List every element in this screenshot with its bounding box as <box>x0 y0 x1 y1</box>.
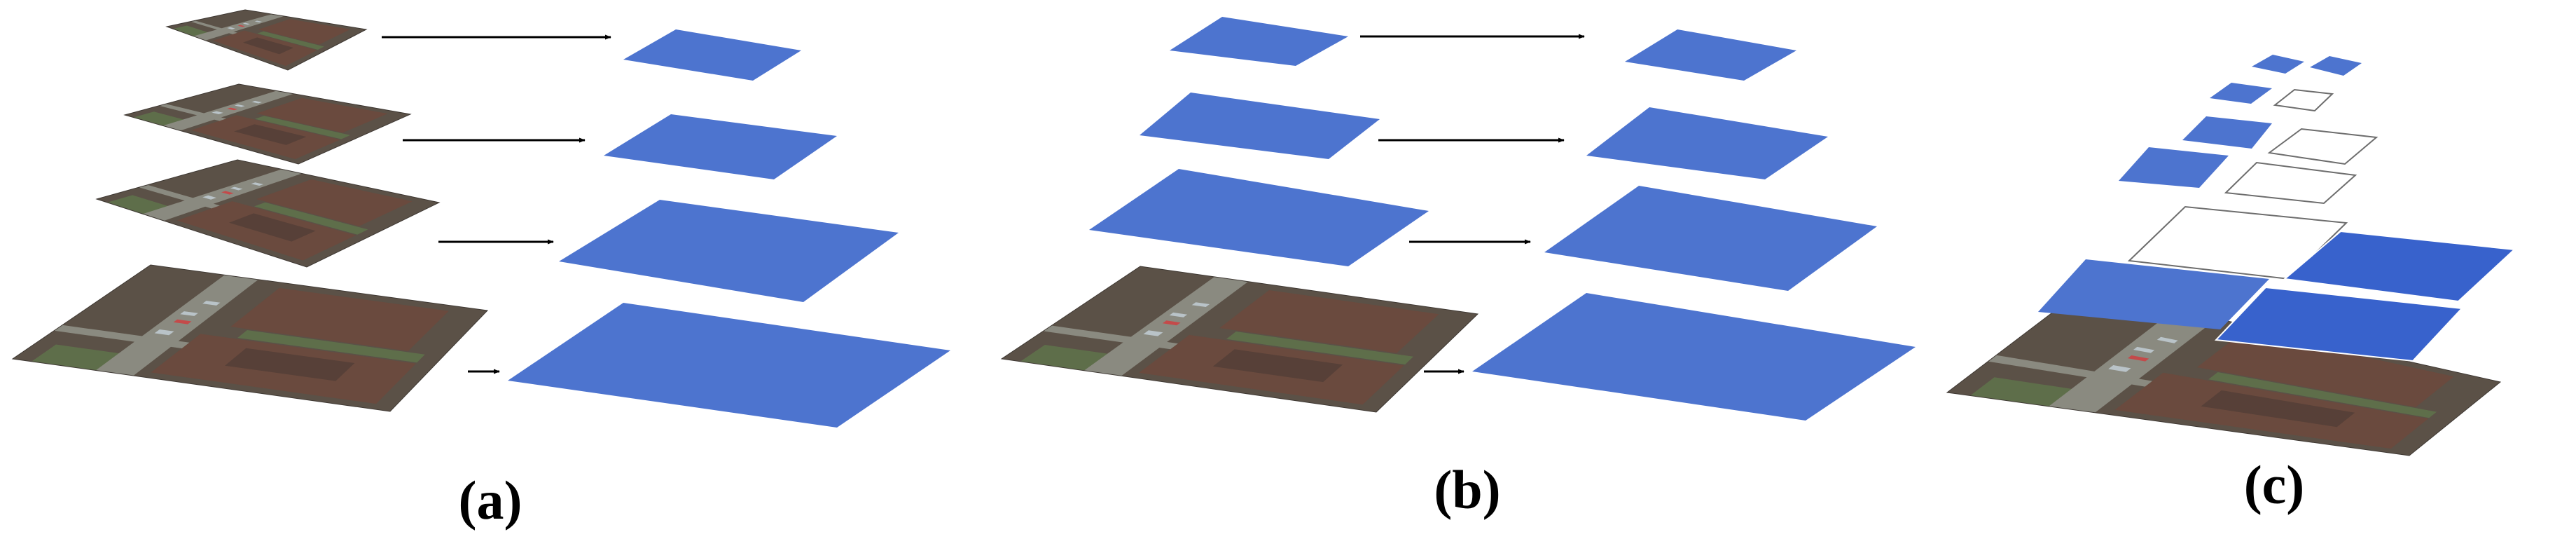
empty-tile <box>2127 205 2348 280</box>
panel-b: (b) <box>1000 17 1916 520</box>
feature-map-icon <box>2214 286 2464 362</box>
aerial-image-icon <box>11 264 489 412</box>
feature-map-icon <box>1472 293 1916 421</box>
feature-map-icon <box>1140 93 1380 159</box>
feature-map-icon <box>559 200 899 302</box>
panel-c: (c) <box>1946 55 2516 515</box>
empty-tile <box>2267 128 2378 165</box>
feature-map-icon <box>604 114 837 179</box>
aerial-image-icon <box>1000 266 1479 413</box>
feature-map-icon <box>2283 230 2516 303</box>
panel-label-c: (c) <box>2244 454 2305 515</box>
feature-map-icon <box>623 29 801 81</box>
empty-tile <box>2273 88 2334 112</box>
feature-map-icon <box>1544 186 1877 291</box>
aerial-image-icon <box>165 9 368 71</box>
feature-map-icon <box>1089 169 1429 266</box>
feature-map-icon <box>1586 107 1828 179</box>
panel-label-b: (b) <box>1434 459 1500 520</box>
feature-map-icon <box>1625 29 1796 81</box>
feature-map-icon <box>2210 83 2272 104</box>
empty-tile <box>2224 161 2357 205</box>
panel-a: (a) <box>11 9 950 531</box>
aerial-image-icon <box>1946 288 2502 456</box>
feature-map-icon <box>2038 259 2269 329</box>
aerial-image-icon <box>123 83 412 165</box>
panel-label-a: (a) <box>459 470 522 531</box>
feature-map-icon <box>2310 56 2362 76</box>
feature-map-icon <box>2182 116 2272 149</box>
feature-map-icon <box>2119 147 2229 188</box>
aerial-image-icon <box>95 159 441 268</box>
feature-map-icon <box>1170 17 1348 66</box>
feature-map-icon <box>508 303 950 428</box>
feature-map-icon <box>2252 55 2304 74</box>
